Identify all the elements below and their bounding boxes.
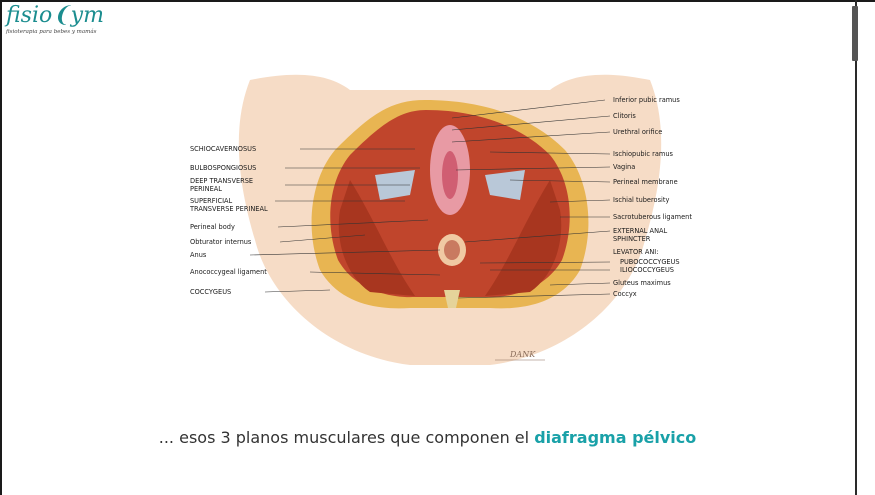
scrollbar-track[interactable] [855,0,857,495]
slide-caption: ... esos 3 planos musculares que compone… [0,428,855,447]
label-levator-ani: LEVATOR ANI: [613,248,658,256]
label-external-anal: EXTERNAL ANAL [613,227,668,235]
pelvic-floor-illustration: SCHIOCAVERNOSUS BULBOSPONGIOSUS DEEP TRA… [190,70,710,370]
label-perineal: PERINEAL [190,185,222,193]
label-perineal-body: Perineal body [190,223,235,231]
label-bulbospongiosus: BULBOSPONGIOSUS [190,164,256,172]
window-top-border [0,0,875,2]
label-ischial-tuberosity: Ischial tuberosity [613,196,669,204]
label-perineal-membrane: Perineal membrane [613,178,678,186]
logo-tagline: fisioterapia para bebes y mamás [6,29,166,35]
label-ischiocavernosus: SCHIOCAVERNOSUS [190,145,256,153]
scrollbar-thumb[interactable] [852,6,858,61]
label-clitoris: Clitoris [613,112,636,120]
label-transverse-perineal: TRANSVERSE PERINEAL [190,205,268,213]
label-iliococcygeus: ILIOCOCCYGEUS [620,266,674,274]
artist-signature: DANK [509,350,536,359]
label-inferior-pubic-ramus: Inferior pubic ramus [613,96,680,104]
label-superficial: SUPERFICIAL [190,197,233,205]
label-obturator-internus: Obturator internus [190,238,252,246]
anal-sphincter [444,240,460,260]
brand-logo: fisio❨ym fisioterapia para bebes y mamás [6,4,166,44]
vaginal-opening [442,151,458,199]
label-sphincter: SPHINCTER [613,235,651,243]
window-left-border [0,0,2,495]
label-anus: Anus [190,251,207,259]
label-vagina: Vagina [613,163,635,171]
label-anococcygeal-ligament: Anococcygeal ligament [190,268,267,276]
logo-wordmark: fisio❨ym [6,4,166,28]
label-coccygeus: COCCYGEUS [190,288,231,296]
label-gluteus-maximus: Gluteus maximus [613,279,671,287]
label-coccyx: Coccyx [613,290,637,298]
label-urethral-orifice: Urethral orifice [613,128,662,136]
label-deep-transverse: DEEP TRANSVERSE [190,177,253,185]
caption-highlight: diafragma pélvico [534,428,696,447]
caption-text: ... esos 3 planos musculares que compone… [159,428,534,447]
label-sacrotuberous-ligament: Sacrotuberous ligament [613,213,692,221]
label-pubococcygeus: PUBOCOCCYGEUS [620,258,680,266]
label-ischiopubic-ramus: Ischiopubic ramus [613,150,674,158]
